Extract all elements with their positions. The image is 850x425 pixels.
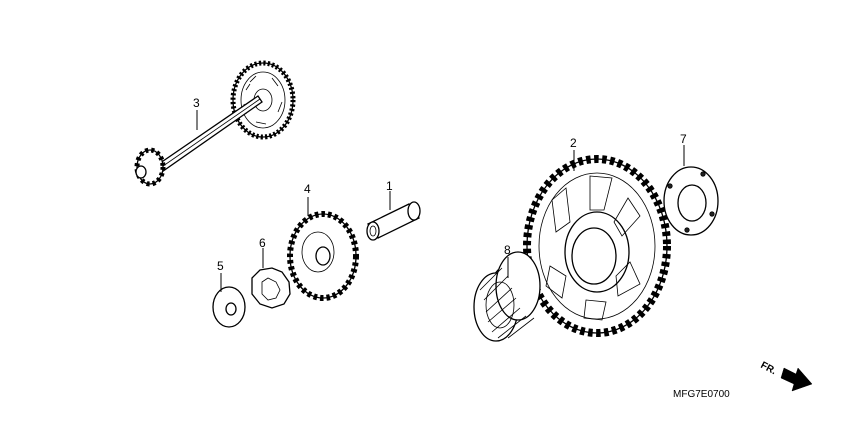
- part-1-pin: 1: [366, 179, 421, 241]
- part-5-washer: 5: [212, 259, 246, 328]
- lock-washer-hole: [261, 277, 281, 301]
- shaft-gear-spokes: [243, 75, 283, 125]
- gear-4-boss: [301, 231, 335, 273]
- callout-7: 7: [680, 132, 687, 146]
- bearing-needles: [479, 267, 535, 339]
- gear-window-3: [613, 197, 641, 237]
- part-6-lock-washer: 6: [251, 236, 291, 309]
- part-8-needle-bearing: 8: [473, 243, 541, 342]
- shaft-end-cap: [135, 165, 147, 179]
- gear-window-2: [589, 175, 613, 211]
- callout-4: 4: [304, 182, 311, 196]
- washer-5-hole: [225, 302, 237, 316]
- callout-8: 8: [504, 243, 511, 257]
- gear-window-1: [551, 187, 571, 233]
- shaft-pinion-teeth: [134, 147, 166, 187]
- gear-window-4: [615, 261, 641, 297]
- front-arrow-icon: [780, 367, 813, 392]
- plate-hole-4: [684, 227, 690, 233]
- gear-4-teeth: [287, 211, 359, 301]
- plate-center-hole: [677, 184, 707, 222]
- bearing-bore: [485, 281, 515, 329]
- front-direction-indicator: FR.: [759, 360, 813, 392]
- lock-washer-body: [251, 267, 291, 309]
- front-label: FR.: [759, 360, 779, 377]
- gear-window-5: [583, 299, 607, 321]
- callout-5: 5: [217, 259, 224, 273]
- part-7-plate: 7: [663, 132, 719, 236]
- gear-4-bore: [315, 246, 331, 266]
- pin-bore: [369, 225, 377, 237]
- part-4-gear: 4: [287, 182, 359, 301]
- plate-hole-1: [667, 183, 673, 189]
- shaft-gear-web: [240, 71, 286, 129]
- pin-end-near: [366, 221, 380, 241]
- callout-1: 1: [386, 179, 393, 193]
- plate-hole-3: [709, 211, 715, 217]
- part-2-large-gear: 2: [523, 136, 671, 337]
- large-gear-teeth: [523, 155, 671, 337]
- plate-hole-2: [700, 171, 706, 177]
- part-3-shaft-assembly: 3: [134, 60, 296, 187]
- callout-3: 3: [193, 96, 200, 110]
- callout-2: 2: [570, 136, 577, 150]
- large-gear-rim: [538, 172, 656, 320]
- shaft-large-gear-teeth: [230, 60, 296, 140]
- large-gear-hub-inner: [571, 227, 617, 285]
- callout-6: 6: [259, 236, 266, 250]
- shaft-centerline: [152, 98, 261, 174]
- pin-end-far: [407, 201, 421, 221]
- bearing-rear-face: [495, 251, 541, 321]
- diagram-code: MFG7E0700: [673, 389, 730, 400]
- gear-window-6: [545, 265, 567, 299]
